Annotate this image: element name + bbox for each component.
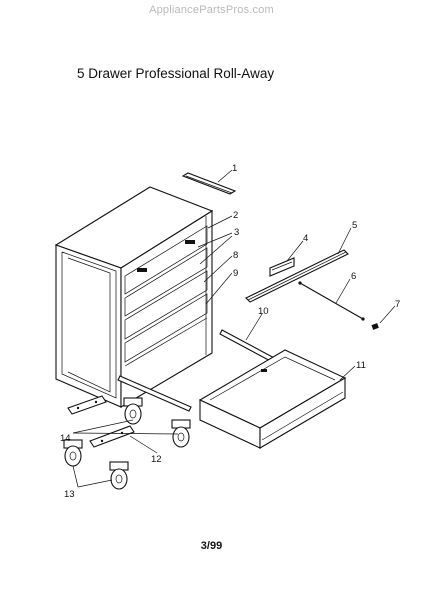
part-5-drawer-rail[interactable] bbox=[245, 249, 349, 303]
part-11-drawer[interactable] bbox=[198, 349, 347, 449]
revision-date: 3/99 bbox=[200, 540, 223, 552]
callout-3: 3 bbox=[234, 227, 239, 238]
callout-14: 14 bbox=[60, 433, 71, 444]
part-12-slide[interactable] bbox=[117, 375, 192, 412]
callout-4: 4 bbox=[303, 233, 308, 244]
callout-11: 11 bbox=[356, 360, 366, 371]
callout-9: 9 bbox=[233, 268, 238, 279]
caster-wheels[interactable] bbox=[63, 397, 191, 490]
part-4-bracket[interactable] bbox=[269, 257, 295, 277]
watermark: AppliancePartsPros.com bbox=[149, 4, 274, 16]
part-1-handle-strip[interactable] bbox=[181, 172, 237, 195]
callout-10: 10 bbox=[258, 306, 269, 317]
cabinet-body[interactable] bbox=[54, 186, 214, 408]
callout-6: 6 bbox=[351, 271, 356, 282]
caster-wheel bbox=[109, 461, 129, 490]
caster-wheel bbox=[123, 397, 143, 425]
caster-wheel bbox=[171, 419, 191, 448]
callout-7: 7 bbox=[395, 299, 400, 310]
leader-lines bbox=[72, 169, 396, 488]
callout-2: 2 bbox=[233, 210, 238, 221]
callout-5: 5 bbox=[352, 220, 357, 231]
drawer-fronts[interactable] bbox=[124, 225, 208, 367]
callout-labels: 1 2 3 4 5 6 7 8 9 10 11 12 13 14 bbox=[60, 163, 400, 500]
part-14-caster-plates[interactable] bbox=[67, 395, 135, 448]
callout-8: 8 bbox=[233, 250, 238, 261]
diagram-title: 5 Drawer Professional Roll-Away bbox=[77, 66, 275, 81]
callout-12: 12 bbox=[151, 454, 162, 465]
callout-1: 1 bbox=[232, 163, 237, 174]
part-7-screw[interactable] bbox=[371, 323, 379, 330]
callout-13: 13 bbox=[64, 489, 75, 500]
part-6-rod[interactable] bbox=[298, 281, 365, 321]
